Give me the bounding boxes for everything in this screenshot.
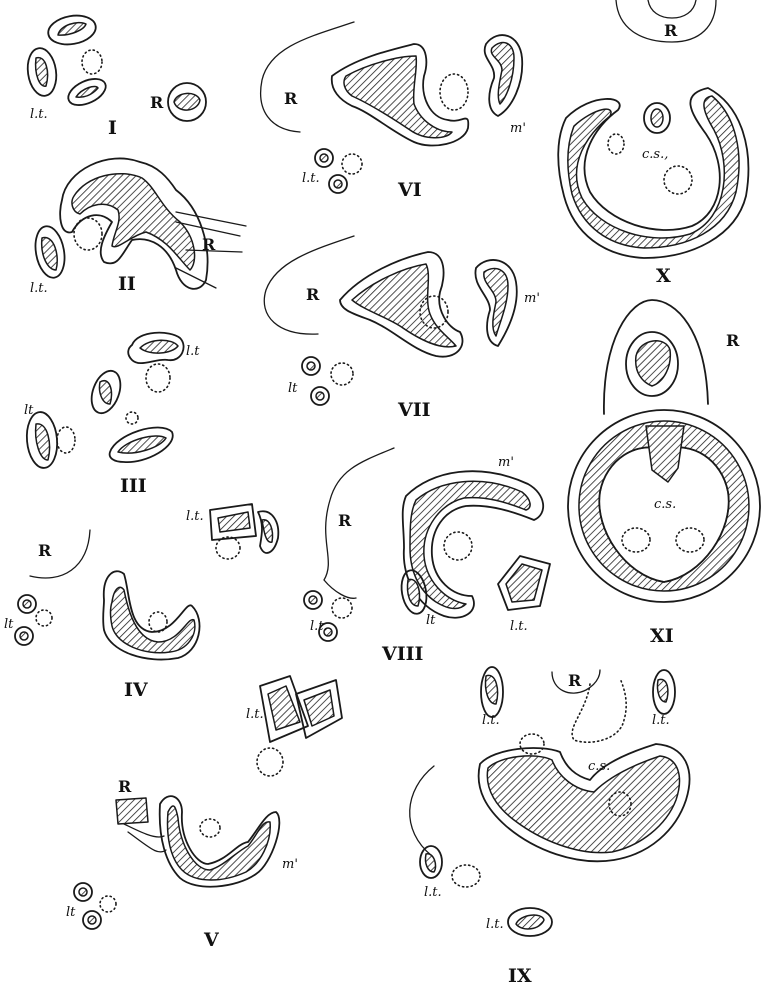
figure-V: R l.t. m' lt V	[66, 676, 342, 951]
label-cs: c.s.	[588, 759, 610, 774]
figure-IV: R lt IV	[4, 530, 200, 701]
label-lt: l.t.	[510, 619, 528, 634]
label-m-prime: m'	[510, 121, 526, 136]
lt-segment-group: l.t.	[186, 504, 278, 559]
label-R: R	[38, 541, 52, 560]
figure-numeral-VI: VI	[397, 179, 422, 201]
label-lt: lt	[66, 905, 76, 920]
figure-numeral-II: II	[118, 273, 136, 295]
label-R: R	[284, 89, 298, 108]
figure-numeral-VII: VII	[397, 399, 431, 421]
label-R: R	[338, 511, 352, 530]
label-m-prime: m'	[282, 857, 298, 872]
label-lt: l.t.	[652, 713, 670, 728]
label-R: R	[726, 331, 740, 350]
label-lt: lt	[288, 381, 298, 396]
label-cs: c.s.	[654, 497, 676, 512]
label-lt: l.t.	[30, 107, 48, 122]
figure-VII: R m' lt VII	[264, 236, 540, 421]
label-m-prime: m'	[524, 291, 540, 306]
figure-III: l.t lt III	[24, 333, 200, 497]
label-lt: l.t.	[310, 619, 328, 634]
figure-X: R c.s., X	[558, 0, 748, 287]
label-lt: l.t.	[30, 281, 48, 296]
label-lt: lt	[426, 613, 436, 628]
figure-IX: R l.t. l.t. c.s. l.t. l.t. IX	[410, 667, 690, 987]
figure-numeral-I: I	[108, 117, 117, 139]
label-lt: l.t.	[482, 713, 500, 728]
label-lt: l.t	[186, 344, 200, 359]
label-R: R	[202, 235, 216, 254]
label-lt: l.t.	[186, 509, 204, 524]
label-R: R	[664, 21, 678, 40]
label-R: R	[150, 93, 164, 112]
label-lt: l.t.	[246, 707, 264, 722]
figure-VI: R m' l.t. VI	[261, 22, 526, 201]
label-R: R	[568, 671, 582, 690]
figure-numeral-VIII: VIII	[381, 643, 424, 665]
figure-numeral-IV: IV	[124, 679, 149, 701]
figure-numeral-X: X	[656, 265, 671, 287]
figure-numeral-XI: XI	[650, 625, 674, 647]
label-m-prime: m'	[498, 455, 514, 470]
figure-numeral-IX: IX	[508, 965, 532, 987]
label-lt: l.t.	[302, 171, 320, 186]
figure-II: l.t. R II	[30, 158, 246, 296]
label-R: R	[306, 285, 320, 304]
label-lt: lt	[4, 617, 14, 632]
label-R: R	[118, 777, 132, 796]
figure-numeral-III: III	[120, 475, 147, 497]
figure-VIII: R m' lt l.t. l.t. VIII	[304, 448, 550, 665]
label-lt: l.t.	[424, 885, 442, 900]
label-lt: l.t.	[486, 917, 504, 932]
label-lt: lt	[24, 403, 34, 418]
figure-I: l.t. R I	[25, 12, 206, 139]
label-cs: c.s.,	[642, 147, 668, 162]
figure-numeral-V: V	[203, 929, 220, 951]
figure-XI: R c.s. XI	[568, 300, 760, 647]
